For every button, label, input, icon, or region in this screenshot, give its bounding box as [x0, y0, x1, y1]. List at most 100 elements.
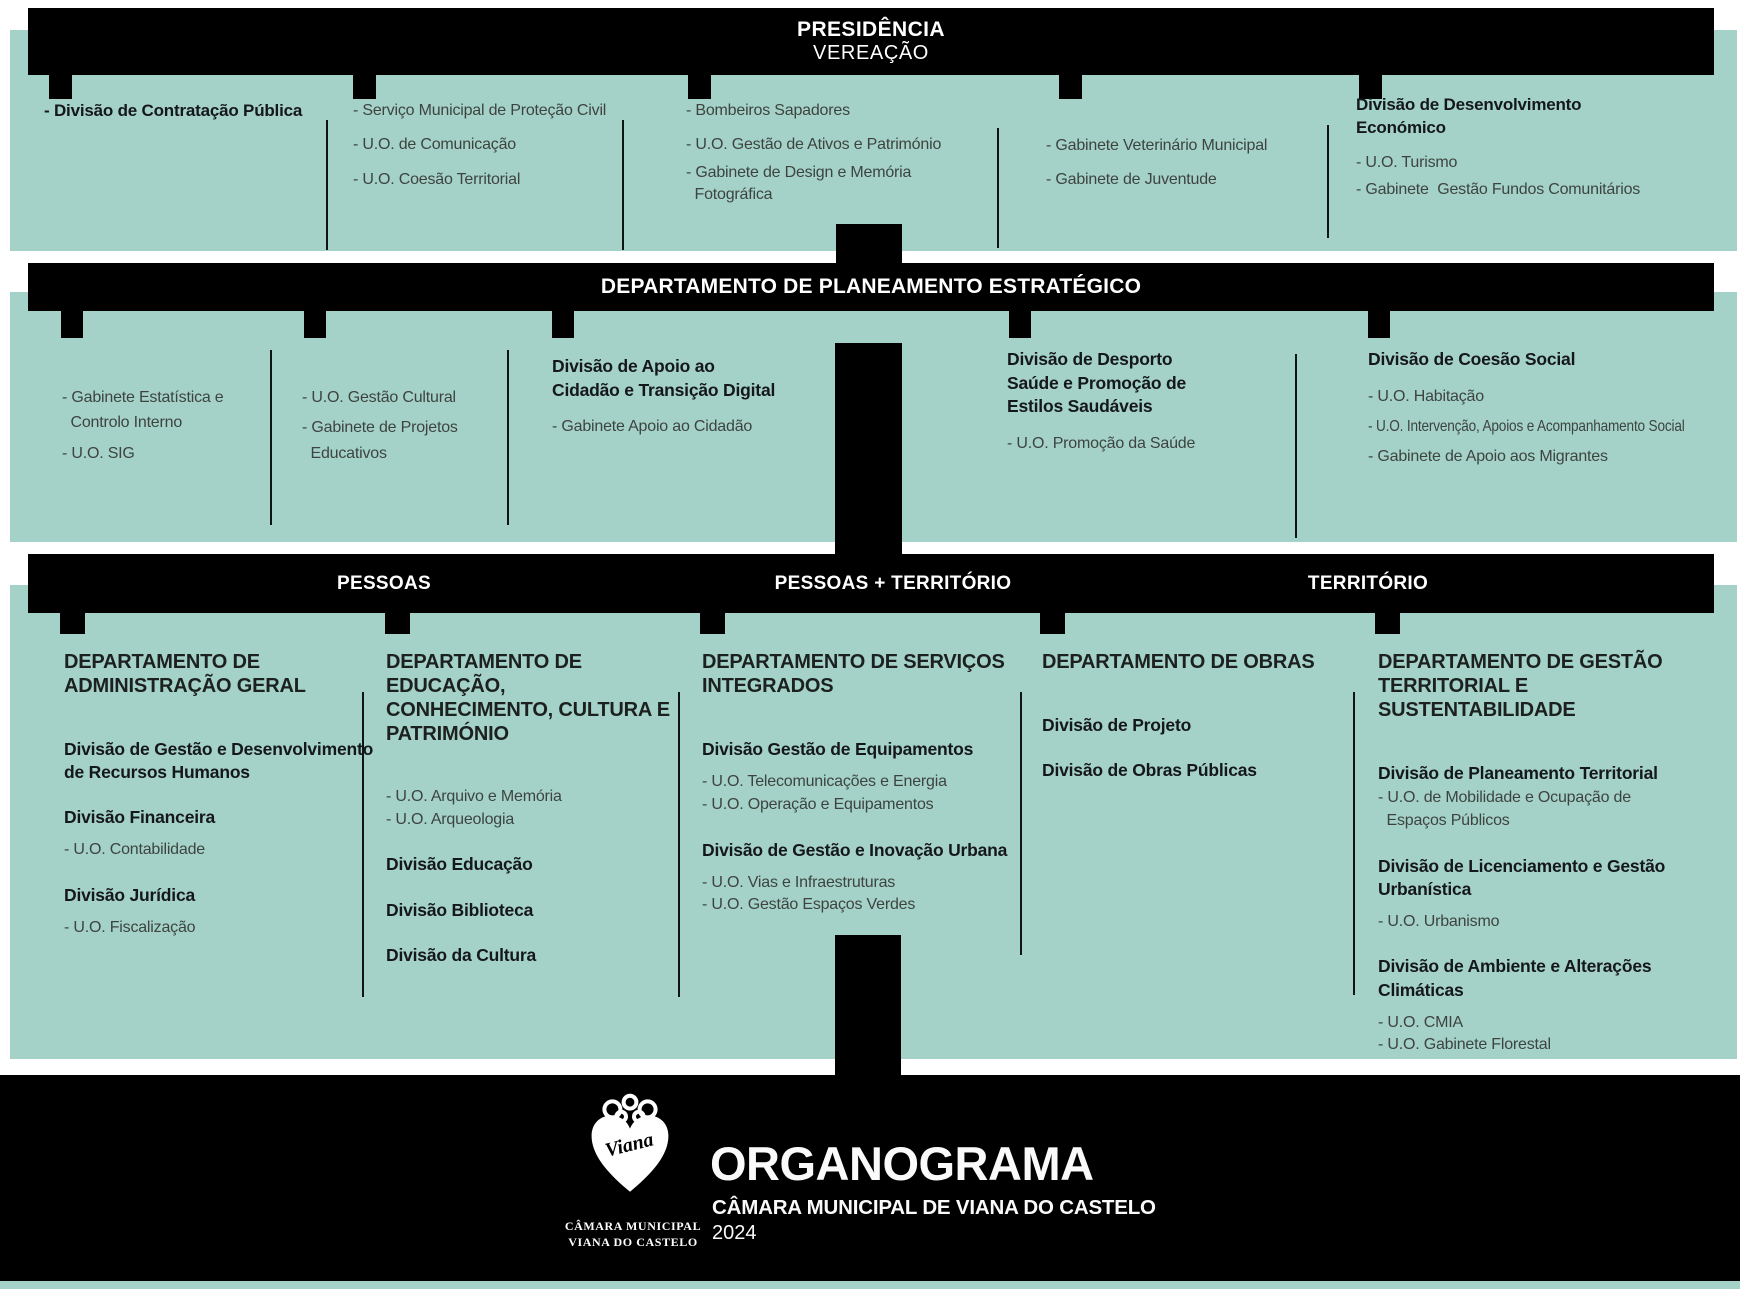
unit-label: - U.O. Gestão de Ativos e Património — [686, 136, 942, 154]
logo-caption-line2: VIANA DO CASTELO — [568, 1235, 698, 1250]
planeamento-column-1: - Gabinete Estatística e Controlo Intern… — [62, 385, 277, 478]
unit-label: - Gabinete de Apoio aos Migrantes — [1368, 448, 1608, 466]
department-header: DEPARTAMENTO DE ADMINISTRAÇÃO GERAL — [64, 651, 306, 697]
connector-tab — [304, 311, 326, 338]
division-label: Divisão de Gestão e Inovação Urbana — [702, 839, 1008, 860]
bottom-teal-strip — [0, 1281, 1740, 1289]
division-label: Divisão Jurídica — [64, 885, 196, 905]
unit-label: - U.O. Telecomunicações e Energia — [702, 773, 947, 791]
division-label: Divisão de Gestão e Desenvolvimento de R… — [64, 739, 374, 783]
division-label: Divisão de Licenciamento e Gestão Urbaní… — [1378, 855, 1666, 899]
connector-tab — [60, 613, 85, 634]
unit-label: - U.O. Urbanismo — [1378, 912, 1500, 930]
connector-tab — [688, 75, 711, 99]
grupo-pessoas-label: PESSOAS — [337, 572, 431, 594]
connector-tab — [61, 311, 83, 338]
column-divider — [1353, 692, 1355, 995]
connector-tab — [1375, 613, 1400, 634]
column-divider — [622, 120, 624, 250]
division-label: Divisão de Desporto Saúde e Promoção de … — [1007, 349, 1187, 417]
unit-label: - U.O. CMIA — [1378, 1013, 1463, 1031]
unit-label: - U.O. Fiscalização — [64, 919, 196, 937]
vereacao-subtitle: VEREAÇÃO — [813, 42, 929, 64]
grupo-territorio-label: TERRITÓRIO — [1307, 572, 1429, 594]
column-divider — [1020, 692, 1022, 955]
unit-label: - Serviço Municipal de Proteção Civil — [353, 102, 607, 119]
unit-label: - Gabinete Apoio ao Cidadão — [552, 418, 753, 436]
unit-label: - U.O. de Comunicação — [353, 136, 516, 154]
division-label: Divisão de Obras Públicas — [1042, 760, 1257, 781]
unit-label: - U.O. Vias e Infraestruturas — [702, 873, 896, 891]
unit-label: - Gabinete Gestão Fundos Comunitários — [1356, 181, 1641, 199]
unit-label: - Gabinete Veterinário Municipal — [1046, 137, 1268, 154]
viana-heart-logo-icon: Viana — [582, 1089, 678, 1202]
planeamento-column-2: - U.O. Gestão Cultural - Gabinete de Proj… — [302, 385, 517, 478]
connector-tab — [552, 311, 574, 338]
connector-tab — [1359, 75, 1382, 99]
unit-label: - Gabinete Estatística e Controlo Intern… — [62, 389, 224, 432]
division-label: Divisão de Coesão Social — [1368, 349, 1576, 369]
department-header: DEPARTAMENTO DE SERVIÇOS INTEGRADOS — [702, 651, 1005, 697]
division-label: Divisão Financeira — [64, 807, 216, 828]
presidencia-column-2: - Serviço Municipal de Proteção Civil - U… — [353, 100, 653, 203]
logo-caption: CÂMARA MUNICIPAL VIANA DO CASTELO — [523, 1218, 743, 1250]
unit-label: - Gabinete de Juventude — [1046, 171, 1217, 189]
unit-label: - U.O. Gestão Cultural — [302, 389, 456, 406]
division-label: Divisão Gestão de Equipamentos — [702, 739, 974, 759]
division-label: Divisão de Planeamento Territorial — [1378, 763, 1658, 783]
grupo-pessoas-territorio-label: PESSOAS + TERRITÓRIO — [774, 572, 1012, 594]
connector-tab — [1059, 75, 1082, 99]
division-label: - Divisão de Contratação Pública — [44, 101, 303, 120]
department-header: DEPARTAMENTO DE GESTÃO TERRITORIAL E SUS… — [1378, 651, 1663, 721]
unit-label: - U.O. Promoção da Saúde — [1007, 434, 1196, 452]
division-label: Divisão da Cultura — [386, 944, 537, 965]
column-divider — [507, 350, 509, 525]
unit-label: - Gabinete de Projetos Educativos — [302, 419, 458, 462]
unit-label: - U.O. Arqueologia — [386, 810, 515, 828]
planeamento-column-4: Divisão de Desporto Saúde e Promoção de … — [1007, 348, 1247, 468]
departamento-administracao-geral: DEPARTAMENTO DE ADMINISTRAÇÃO GERAL Divis… — [64, 650, 374, 940]
column-divider — [362, 692, 364, 997]
unit-label: - U.O. Coesão Territorial — [353, 170, 521, 188]
footer-band — [0, 1075, 1740, 1281]
division-label: Divisão Biblioteca — [386, 899, 534, 920]
column-divider — [997, 128, 999, 248]
connector-tab — [353, 75, 376, 99]
department-header: DEPARTAMENTO DE EDUCAÇÃO, CONHECIMENTO, … — [386, 651, 670, 745]
unit-label: - U.O. de Mobilidade e Ocupação de Espaç… — [1378, 789, 1631, 829]
trunk-connector-2 — [835, 343, 902, 556]
unit-label: - U.O. Turismo — [1356, 153, 1458, 171]
departamento-educacao-cultura: DEPARTAMENTO DE EDUCAÇÃO, CONHECIMENTO, … — [386, 650, 696, 977]
unit-label: - U.O. Intervenção, Apoios e Acompanhame… — [1368, 417, 1685, 435]
presidencia-bar: PRESIDÊNCIA VEREAÇÃO — [28, 8, 1714, 75]
planeamento-bar: DEPARTAMENTO DE PLANEAMENTO ESTRATÉGICO — [28, 263, 1714, 311]
connector-tab — [49, 75, 72, 99]
footer-subtitle: CÂMARA MUNICIPAL DE VIANA DO CASTELO — [712, 1196, 1156, 1219]
trunk-connector-3 — [835, 935, 901, 1077]
logo-caption-line1: CÂMARA MUNICIPAL — [564, 1219, 702, 1233]
unit-label: - U.O. Gestão Espaços Verdes — [702, 896, 916, 914]
trunk-connector-1 — [836, 224, 902, 265]
planeamento-column-3: Divisão de Apoio ao Cidadão e Transição … — [552, 355, 832, 452]
footer-year: 2024 — [712, 1222, 757, 1244]
presidencia-column-3: - Bombeiros Sapadores - U.O. Gestão de At… — [686, 100, 986, 219]
connector-tab — [385, 613, 410, 634]
unit-label: - Bombeiros Sapadores — [686, 102, 850, 119]
division-label: Divisão de Projeto — [1042, 715, 1192, 735]
presidencia-column-1: - Divisão de Contratação Pública — [44, 100, 344, 135]
division-label: Divisão de Ambiente e Alterações Climáti… — [1378, 956, 1652, 1000]
unit-label: - Gabinete de Design e Memória Fotográfi… — [686, 163, 912, 204]
departamento-gestao-territorial: DEPARTAMENTO DE GESTÃO TERRITORIAL E SUS… — [1378, 650, 1723, 1057]
unit-label: - U.O. Contabilidade — [64, 841, 205, 859]
planeamento-column-5: Divisão de Coesão Social- U.O. Habitação… — [1368, 348, 1738, 481]
unit-label: - U.O. Arquivo e Memória — [386, 788, 562, 805]
unit-label: - U.O. Operação e Equipamentos — [702, 795, 934, 813]
column-divider — [678, 692, 680, 997]
department-header: DEPARTAMENTO DE OBRAS — [1042, 651, 1315, 673]
connector-tab — [1009, 311, 1031, 338]
column-divider — [1295, 354, 1297, 538]
presidencia-title: PRESIDÊNCIA — [797, 18, 945, 41]
presidencia-column-5: Divisão de Desenvolvimento Económico- U.… — [1356, 94, 1708, 214]
planeamento-title: DEPARTAMENTO DE PLANEAMENTO ESTRATÉGICO — [600, 275, 1142, 298]
